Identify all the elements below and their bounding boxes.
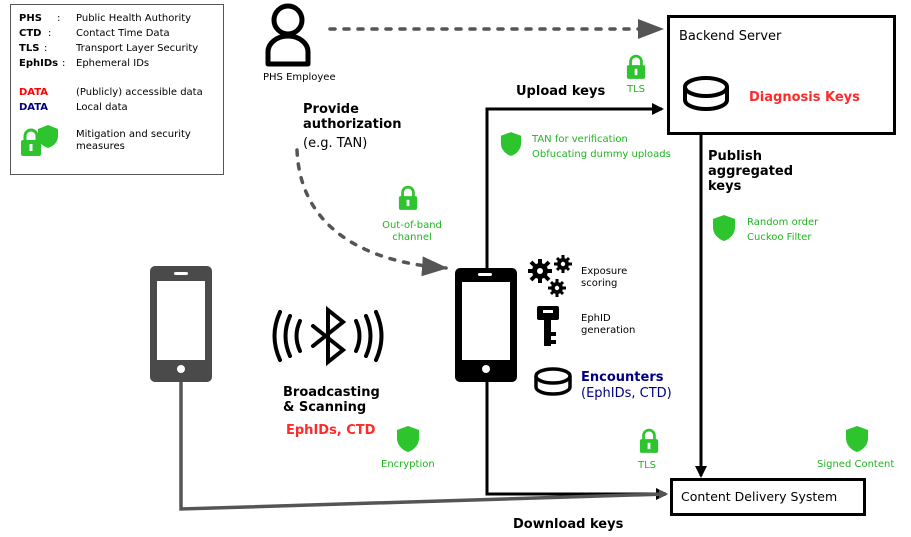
legend-key: TLS xyxy=(19,43,40,54)
encryption-label: Encryption xyxy=(381,459,435,470)
legend-colon: : xyxy=(57,13,61,24)
legend-colon: : xyxy=(48,28,52,39)
ephid-generation-label: EphID generation xyxy=(581,313,636,336)
legend-data-public-value: (Publicly) accessible data xyxy=(76,87,203,98)
bluetooth-icon xyxy=(272,305,384,367)
download-keys-label: Download keys xyxy=(513,517,624,532)
legend-value: Contact Time Data xyxy=(76,28,170,39)
encounters-label: Encounters xyxy=(581,370,664,385)
legend-key: CTD xyxy=(19,28,42,39)
legend-key: EphIDs xyxy=(19,58,59,69)
legend-key: PHS xyxy=(19,13,42,24)
legend xyxy=(10,4,224,175)
gears-icon xyxy=(528,255,572,297)
cds-box xyxy=(670,478,866,516)
diagnosis-keys-label: Diagnosis Keys xyxy=(749,90,860,105)
out-of-band-label: Out-of-band channel xyxy=(382,220,442,243)
out-of-band-lock-icon xyxy=(398,185,418,211)
legend-colon: : xyxy=(62,58,66,69)
phs-employee-label: PHS Employee xyxy=(263,72,336,83)
encounters-database-icon xyxy=(534,367,572,396)
legend-data-public-key: DATA xyxy=(19,87,49,98)
provide-authorization-note: (e.g. TAN) xyxy=(303,136,368,151)
encounters-sub-label: (EphIDs, CTD) xyxy=(581,386,672,401)
exposure-scoring-label: Exposure scoring xyxy=(581,266,628,289)
legend-value: Ephemeral IDs xyxy=(76,58,150,69)
other-phone-icon xyxy=(150,266,212,382)
key-icon xyxy=(537,306,559,346)
cds-tls-lock-icon xyxy=(639,428,659,454)
person-icon xyxy=(265,3,311,67)
download-keys-arrow xyxy=(485,382,668,500)
upload-keys-label: Upload keys xyxy=(516,84,606,99)
signed-content-shield-icon xyxy=(846,426,868,452)
cds-tls-label: TLS xyxy=(638,460,657,471)
broadcasting-label: Broadcasting & Scanning xyxy=(283,385,380,415)
legend-data-local-value: Local data xyxy=(76,102,128,113)
bluetooth-data-label: EphIDs, CTD xyxy=(286,423,376,438)
database-icon xyxy=(683,76,729,111)
backend-server-title: Backend Server xyxy=(679,29,782,44)
user-phone-icon xyxy=(455,268,517,382)
backend-server-box xyxy=(667,15,896,135)
backend-tls-label: TLS xyxy=(627,84,646,95)
upload-shield-icon xyxy=(500,132,522,156)
other-phone-download-arrow xyxy=(179,382,668,511)
legend-value: Transport Layer Security xyxy=(76,43,199,54)
upload-keys-arrow xyxy=(485,103,664,268)
upload-measure: Obfucating dummy uploads xyxy=(532,149,671,160)
legend-data-local-key: DATA xyxy=(19,102,49,113)
publish-keys-label: Publish aggregated keys xyxy=(708,149,794,194)
backend-tls-lock-icon xyxy=(626,54,646,80)
publish-measure: Random order xyxy=(747,217,819,228)
auth-to-phone-arrow xyxy=(295,148,448,277)
legend-mitigation-text: Mitigation and security measures xyxy=(76,129,191,152)
encryption-shield-icon xyxy=(397,426,419,452)
legend-mitigation-icon xyxy=(21,125,58,156)
legend-colon: : xyxy=(44,43,48,54)
signed-content-label: Signed Content xyxy=(817,459,895,470)
publish-measure: Cuckoo Filter xyxy=(747,232,812,243)
provide-authorization-label: Provide authorization xyxy=(303,102,402,132)
legend-value: Public Health Authority xyxy=(76,13,192,24)
upload-measure: TAN for verification xyxy=(532,134,628,145)
publish-shield-icon xyxy=(713,215,735,241)
cds-title: Content Delivery System xyxy=(681,489,838,504)
